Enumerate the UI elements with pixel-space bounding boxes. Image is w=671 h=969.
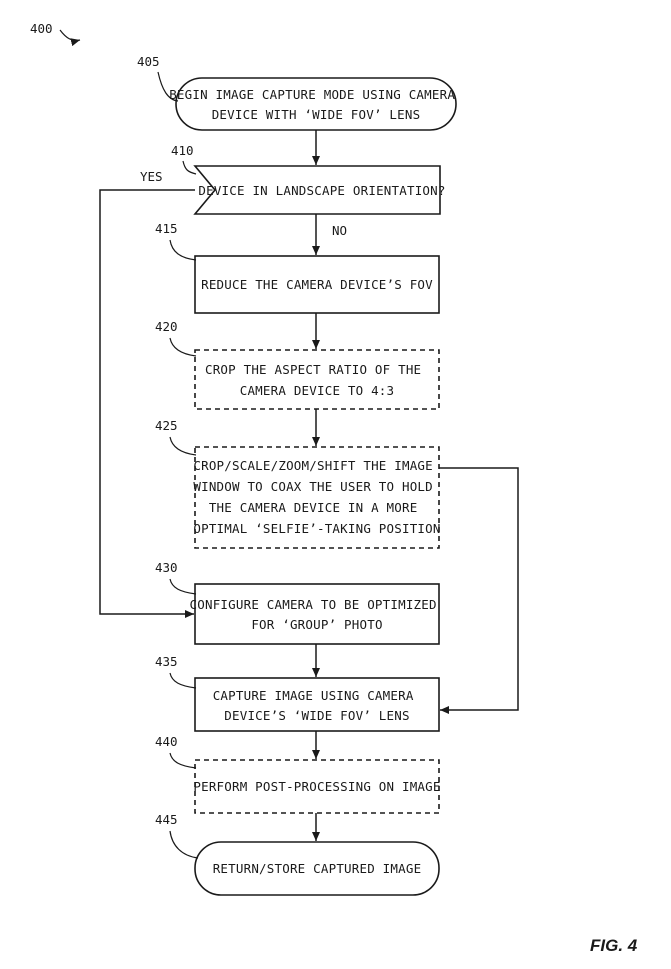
node-440-shape: [194, 759, 440, 814]
node-410-text: DEVICE IN LANDSCAPE ORIENTATION?: [198, 183, 445, 198]
node-420-text: CROP THE ASPECT RATIO OF THE CAMERA DEVI…: [205, 362, 429, 398]
edge-no-label: NO: [332, 223, 347, 238]
node-435-ref: 435: [155, 654, 178, 669]
node-435-shape: [194, 677, 440, 732]
node-445-leader: [169, 830, 199, 859]
node-435-leader: [169, 672, 197, 689]
node-410-shape: [193, 165, 441, 215]
figure-caption: FIG. 4: [590, 936, 638, 955]
edge-410-430: [99, 189, 195, 618]
figure-label-arrow: [59, 29, 81, 47]
node-415-text: REDUCE THE CAMERA DEVICE’S FOV: [201, 277, 433, 292]
node-415-leader: [169, 239, 197, 261]
node-410-ref: 410: [171, 143, 194, 158]
node-440-ref: 440: [155, 734, 178, 749]
figure-number-label: 400: [30, 21, 53, 36]
node-430-ref: 430: [155, 560, 178, 575]
node-430-text: CONFIGURE CAMERA TO BE OPTIMIZED FOR ‘GR…: [190, 597, 445, 632]
node-420-leader: [169, 337, 197, 357]
node-420-shape: [194, 349, 440, 410]
edge-425-435: [439, 467, 519, 714]
node-430-shape: [194, 583, 440, 645]
node-425-text: CROP/SCALE/ZOOM/SHIFT THE IMAGE WINDOW T…: [193, 458, 440, 536]
node-415-ref: 415: [155, 221, 178, 236]
node-445-ref: 445: [155, 812, 178, 827]
node-420-ref: 420: [155, 319, 178, 334]
node-435-text: CAPTURE IMAGE USING CAMERA DEVICE’S ‘WID…: [213, 688, 422, 723]
node-405-leader: [157, 71, 179, 102]
node-405-ref: 405: [137, 54, 160, 69]
node-445-text: RETURN/STORE CAPTURED IMAGE: [213, 861, 422, 876]
edge-yes-label: YES: [140, 169, 163, 184]
node-405-text: BEGIN IMAGE CAPTURE MODE USING CAMERA DE…: [169, 87, 463, 122]
node-425-ref: 425: [155, 418, 178, 433]
node-445-shape: [194, 841, 440, 896]
node-430-leader: [169, 578, 197, 595]
node-440-leader: [169, 752, 197, 769]
node-425-leader: [169, 436, 197, 456]
node-410-leader: [182, 160, 197, 175]
node-415-shape: [194, 255, 440, 314]
node-425-shape: [194, 446, 440, 549]
node-405-shape: [175, 77, 457, 131]
node-440-text: PERFORM POST-PROCESSING ON IMAGE: [193, 779, 440, 794]
